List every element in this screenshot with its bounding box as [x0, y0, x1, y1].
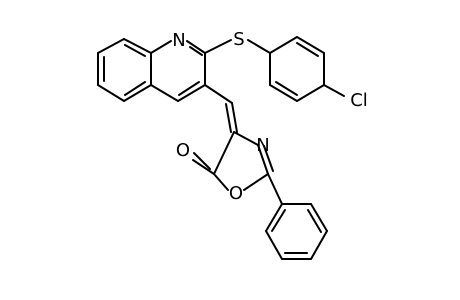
bond — [269, 84, 298, 102]
bond — [124, 44, 146, 57]
bond — [192, 159, 215, 175]
bond — [310, 203, 328, 232]
bond — [296, 84, 325, 102]
atom-label-s: S — [233, 29, 244, 50]
atom-label-o-carbonyl: O — [176, 140, 190, 161]
bond — [296, 42, 319, 57]
bond — [150, 84, 179, 102]
bond — [177, 84, 206, 102]
atom-label-n-quinoline: N — [172, 30, 185, 51]
bond — [189, 46, 203, 56]
bond — [310, 230, 328, 260]
atom-label-cl: Cl — [350, 90, 368, 111]
bond — [307, 209, 322, 233]
bond — [263, 145, 274, 172]
bond — [233, 131, 259, 146]
bond — [124, 81, 146, 96]
phenyl-ring — [265, 173, 328, 260]
bond — [213, 173, 229, 191]
bond — [186, 40, 206, 54]
bond — [247, 39, 271, 54]
bond — [193, 152, 211, 170]
bond — [323, 84, 345, 97]
bond — [213, 131, 235, 175]
bond — [269, 36, 298, 54]
bond — [204, 39, 232, 54]
quinoline-benzo-ring — [97, 38, 152, 102]
bond — [225, 103, 232, 133]
bond — [123, 84, 152, 102]
quinoline-pyridine-ring — [150, 40, 206, 102]
bond — [150, 40, 172, 54]
bond — [97, 38, 125, 54]
bond — [231, 102, 238, 133]
atom-labels: N S Cl O N O — [172, 29, 368, 204]
bond — [257, 144, 269, 175]
bond — [123, 38, 152, 54]
chlorophenyl-ring — [269, 36, 345, 102]
bond — [267, 173, 283, 205]
bond — [204, 84, 233, 104]
thioether-linkage — [204, 39, 271, 54]
atom-label-o-ring: O — [229, 183, 243, 204]
oxazolone-ring — [192, 131, 274, 191]
bond — [243, 173, 269, 191]
bond — [271, 209, 286, 232]
bond — [275, 81, 298, 96]
methylidene-bridge — [204, 84, 238, 133]
bond — [296, 36, 325, 54]
bond — [265, 203, 283, 232]
atom-label-n-oxazolone: N — [256, 135, 269, 156]
bond — [265, 230, 283, 260]
bond — [178, 81, 200, 96]
bond — [97, 84, 125, 102]
